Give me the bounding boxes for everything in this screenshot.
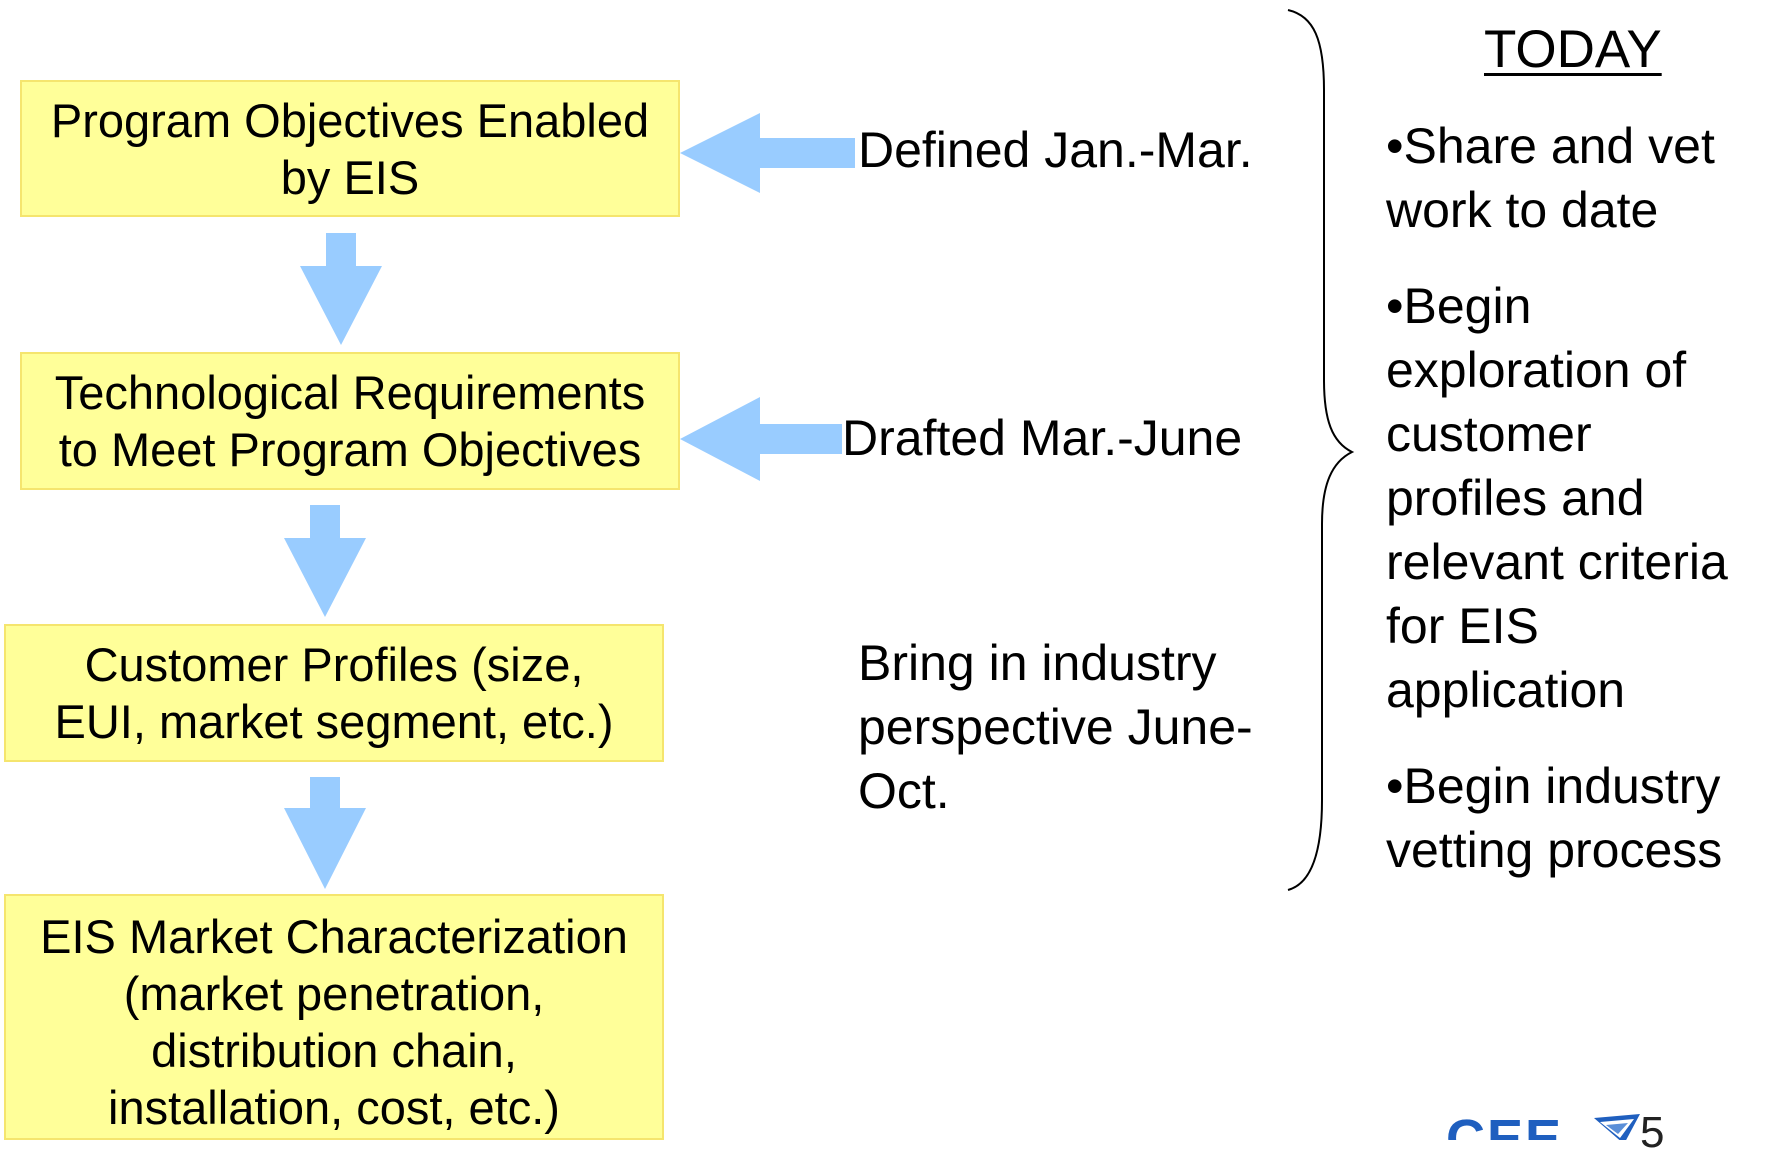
today-bullet-explore: •Begin exploration of customer profiles … (1386, 278, 1728, 718)
today-bullet-vetting: •Begin industry vetting process (1386, 758, 1723, 878)
cee-logo: CEE (1446, 1108, 1666, 1140)
down-arrow-2 (284, 505, 366, 617)
market-characterization-box: EIS Market Characterization (market pene… (4, 894, 664, 1140)
right-brace (1287, 9, 1355, 891)
down-arrow-1 (300, 233, 382, 345)
left-arrow-2 (680, 397, 842, 481)
program-objectives-box: Program Objectives Enabled by EIS (20, 80, 680, 217)
defined-label: Defined Jan.-Mar. (858, 122, 1253, 178)
logo-text: CEE (1446, 1109, 1564, 1140)
program-objectives-text: Program Objectives Enabled by EIS (50, 93, 650, 204)
down-arrow-3 (284, 777, 366, 889)
today-heading: TODAY (1484, 20, 1662, 79)
left-arrow-1 (680, 113, 855, 193)
customer-profiles-box: Customer Profiles (size, EUI, market seg… (4, 624, 664, 762)
customer-profiles-text: Customer Profiles (size, EUI, market seg… (54, 638, 614, 748)
drafted-label: Drafted Mar.-June (842, 410, 1243, 466)
today-bullet-share: •Share and vet work to date (1386, 118, 1715, 238)
market-characterization-text: EIS Market Characterization (market pene… (40, 910, 628, 1134)
page-number: 5 (1640, 1108, 1665, 1157)
technological-requirements-box: Technological Requirements to Meet Progr… (20, 352, 680, 490)
industry-perspective-label: Bring in industry perspective June- Oct. (858, 635, 1253, 819)
technological-requirements-text: Technological Requirements to Meet Progr… (54, 366, 646, 476)
logo-mark-icon (1594, 1114, 1640, 1140)
